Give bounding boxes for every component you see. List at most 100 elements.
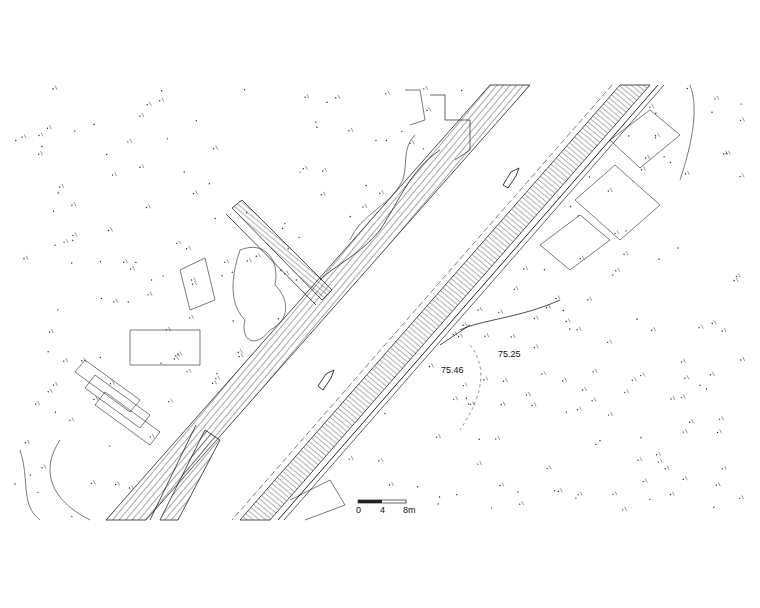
spot-dot (578, 215, 579, 216)
elevation-label: 75.25 (497, 350, 522, 360)
spot-dot (221, 275, 222, 276)
spot-dot (591, 400, 592, 401)
spot-tick (131, 485, 133, 489)
spot-tick (536, 344, 538, 348)
spot-dot (151, 279, 152, 280)
spot-dot (47, 351, 48, 352)
spot-dot (123, 262, 124, 263)
spot-dot (167, 138, 168, 139)
spot-dot (14, 483, 15, 484)
spot-dot (640, 437, 641, 438)
boundary-line (440, 325, 470, 345)
spot-tick (392, 482, 394, 486)
spot-tick (55, 86, 57, 90)
spot-heights (14, 86, 744, 517)
spot-tick (654, 327, 656, 331)
spot-dot (429, 366, 430, 367)
spot-tick (118, 481, 120, 485)
spot-tick (648, 155, 650, 159)
spot-tick (480, 307, 482, 311)
spot-tick (249, 258, 251, 262)
building-outline (575, 165, 660, 240)
spot-dot (466, 398, 467, 399)
spot-dot (649, 499, 650, 500)
spot-dot (607, 342, 608, 343)
spot-dot (63, 361, 64, 362)
spot-dot (566, 411, 567, 412)
spot-tick (558, 295, 560, 299)
spot-dot (576, 329, 577, 330)
spot-tick (180, 352, 182, 356)
spot-tick (72, 417, 74, 421)
building-outline (130, 330, 200, 365)
spot-dot (670, 494, 671, 495)
contour-line (680, 85, 694, 180)
spot-dot (655, 135, 656, 136)
contour-line (460, 345, 481, 430)
spot-dot (526, 394, 527, 395)
spot-tick (643, 373, 645, 377)
spot-dot (385, 93, 386, 94)
spot-tick (216, 146, 218, 150)
spot-dot (687, 88, 688, 89)
spot-dot (623, 254, 624, 255)
spot-dot (47, 128, 48, 129)
spot-dot (439, 496, 440, 497)
spot-dot (315, 121, 316, 122)
spot-dot (159, 100, 160, 101)
spot-tick (429, 108, 431, 112)
spot-tick (560, 488, 562, 492)
road-edge (278, 85, 658, 520)
spot-tick (27, 440, 29, 444)
spot-tick (66, 239, 68, 243)
spot-tick (627, 389, 629, 393)
building-outline (430, 95, 470, 160)
spot-tick (720, 429, 722, 433)
spot-dot (101, 298, 102, 299)
spot-dot (93, 399, 94, 400)
spot-dot (53, 384, 54, 385)
road-arrow (318, 370, 334, 390)
spot-dot (168, 401, 169, 402)
spot-tick (536, 315, 538, 319)
spot-tick (617, 230, 619, 234)
spot-dot (739, 498, 740, 499)
spot-dot (74, 130, 75, 131)
spot-dot (52, 88, 53, 89)
spot-dot (30, 474, 31, 475)
spot-dot (643, 481, 644, 482)
spot-dot (115, 484, 116, 485)
building-outline (540, 215, 610, 270)
spot-tick (645, 479, 647, 483)
spot-tick (382, 190, 384, 194)
cross-road (226, 214, 316, 305)
spot-tick (456, 396, 458, 400)
spot-dot (582, 389, 583, 390)
spot-dot (592, 371, 593, 372)
spot-dot (656, 454, 657, 455)
spot-tick (743, 357, 745, 361)
spot-dot (378, 460, 379, 461)
spot-tick (534, 402, 536, 406)
spot-tick (351, 456, 353, 460)
spot-dot (670, 398, 671, 399)
spot-dot (514, 288, 515, 289)
spot-tick (736, 278, 738, 282)
pond-outline (233, 247, 286, 341)
spot-dot (587, 299, 588, 300)
spot-dot (35, 403, 36, 404)
boundary-line (460, 300, 560, 330)
spot-tick (625, 507, 627, 511)
spot-tick (568, 318, 570, 322)
spot-dot (71, 516, 72, 517)
spot-tick (38, 401, 40, 405)
spot-dot (69, 420, 70, 421)
scale-bar (358, 500, 406, 503)
spot-tick (742, 495, 744, 499)
spot-tick (718, 482, 720, 486)
spot-dot (423, 88, 424, 89)
spot-dot (54, 244, 55, 245)
spot-dot (186, 371, 187, 372)
spot-tick (503, 402, 505, 406)
